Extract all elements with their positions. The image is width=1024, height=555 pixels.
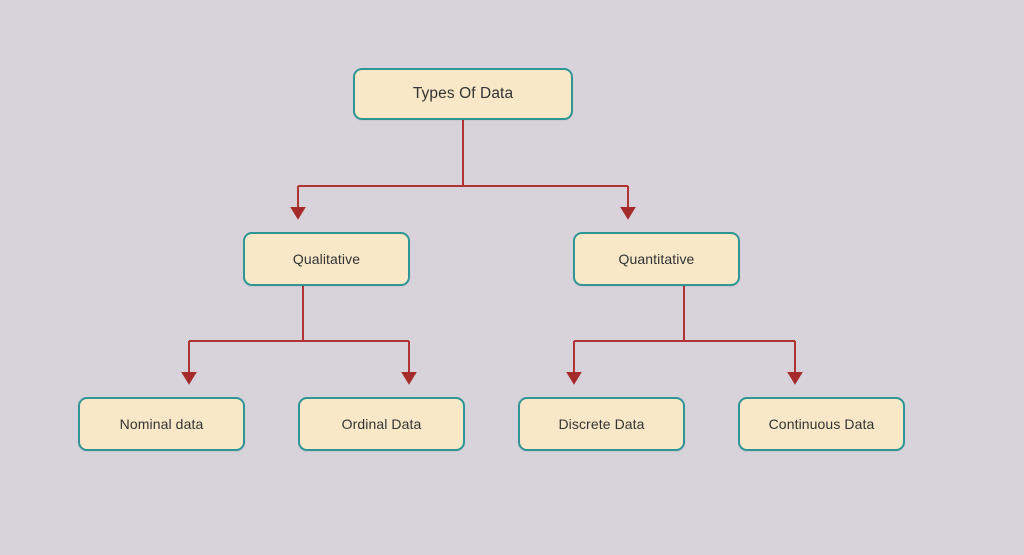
node-label: Nominal data (119, 415, 204, 432)
node-label: Ordinal Data (341, 415, 422, 432)
node-discrete-data[interactable]: Discrete Data (518, 397, 685, 451)
node-label: Discrete Data (558, 415, 645, 432)
node-label: Continuous Data (768, 415, 875, 432)
edge-qualitative-to-leaves (181, 286, 417, 385)
node-quantitative[interactable]: Quantitative (573, 232, 740, 286)
edge-root-to-level2 (290, 120, 636, 220)
node-nominal-data[interactable]: Nominal data (78, 397, 245, 451)
node-ordinal-data[interactable]: Ordinal Data (298, 397, 465, 451)
edge-quantitative-to-leaves (566, 286, 803, 385)
node-label: Types Of Data (412, 84, 514, 102)
node-types-of-data[interactable]: Types Of Data (353, 68, 573, 120)
node-label: Quantitative (618, 250, 695, 267)
node-qualitative[interactable]: Qualitative (243, 232, 410, 286)
node-label: Qualitative (292, 250, 361, 267)
node-continuous-data[interactable]: Continuous Data (738, 397, 905, 451)
